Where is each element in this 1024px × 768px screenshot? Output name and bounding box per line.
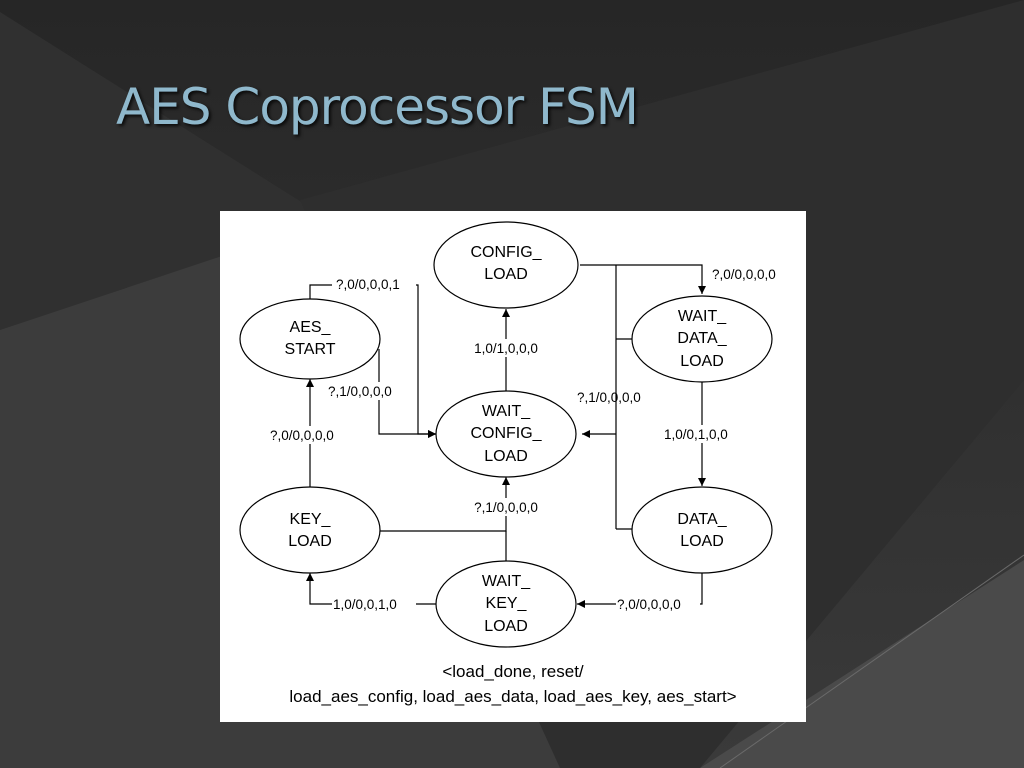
state-wait-config-load: WAIT_ CONFIG_ LOAD [435,390,577,478]
state-config-load: CONFIG_ LOAD [433,221,579,309]
state-config-load-line-2: LOAD [484,266,528,283]
bg-facet-left [0,12,330,330]
state-wait-config-load-line-2: CONFIG_ [470,425,542,442]
bg-line [719,554,1024,768]
fsm-diagram-panel: CONFIG_ LOAD AES_ START WAIT_ DATA_ LOAD… [220,211,806,722]
label-wait-config-to-config: 1,0/1,0,0,0 [474,341,538,356]
state-key-load-line-2: LOAD [288,533,332,550]
state-wait-key-load-line-3: LOAD [484,618,528,635]
label-aes-start-to-wait-config: ?,1/0,0,0,0 [328,384,392,399]
label-right-reset-to-wait-config: ?,1/0,0,0,0 [577,390,641,405]
label-data-to-wait-key: ?,0/0,0,0,0 [617,597,681,612]
label-key-reset-to-wait-config: ?,1/0,0,0,0 [474,500,538,515]
state-wait-key-load-line-2: KEY_ [486,595,528,612]
state-wait-config-load-shape [435,390,577,478]
label-wait-key-to-key: 1,0/0,0,1,0 [333,597,397,612]
state-data-load-shape [631,486,773,574]
state-config-load-line-1: CONFIG_ [470,244,542,261]
slide-title: AES Coprocessor FSM [116,78,639,136]
label-aes-start-loop: ?,0/0,0,0,1 [336,277,400,292]
state-wait-key-load: WAIT_ KEY_ LOAD [435,560,577,648]
edge-config-to-wait-data [580,264,706,294]
fsm-diagram: CONFIG_ LOAD AES_ START WAIT_ DATA_ LOAD… [239,221,776,706]
state-data-load-line-2: LOAD [680,533,724,550]
state-wait-data-load-shape [631,295,773,383]
legend-line-2: load_aes_config, load_aes_data, load_aes… [289,687,736,706]
label-key-to-aes-start: ?,0/0,0,0,0 [270,428,334,443]
legend-line-1: <load_done, reset/ [442,662,584,681]
state-key-load-line-1: KEY_ [290,511,332,528]
state-wait-data-load-line-3: LOAD [680,353,724,370]
state-aes-start-line-2: START [285,341,336,358]
state-wait-key-load-shape [435,560,577,648]
state-wait-config-load-line-1: WAIT_ [482,403,531,420]
state-data-load-line-1: DATA_ [677,511,727,528]
state-key-load: KEY_ LOAD [239,486,381,574]
label-config-to-wait-data: ?,0/0,0,0,0 [712,267,776,282]
state-wait-data-load: WAIT_ DATA_ LOAD [631,295,773,383]
state-key-load-shape [239,486,381,574]
state-wait-data-load-line-2: DATA_ [677,330,727,347]
state-wait-config-load-line-3: LOAD [484,448,528,465]
state-data-load: DATA_ LOAD [631,486,773,574]
state-aes-start: AES_ START [239,298,381,380]
edge-aes-start-to-wait-config [378,349,436,438]
state-config-load-shape [433,221,579,309]
state-aes-start-shape [239,298,381,380]
label-wait-data-to-data: 1,0/0,1,0,0 [664,427,728,442]
label-masks [272,275,744,613]
state-wait-data-load-line-1: WAIT_ [678,308,727,325]
state-aes-start-line-1: AES_ [290,319,332,336]
state-wait-key-load-line-1: WAIT_ [482,573,531,590]
